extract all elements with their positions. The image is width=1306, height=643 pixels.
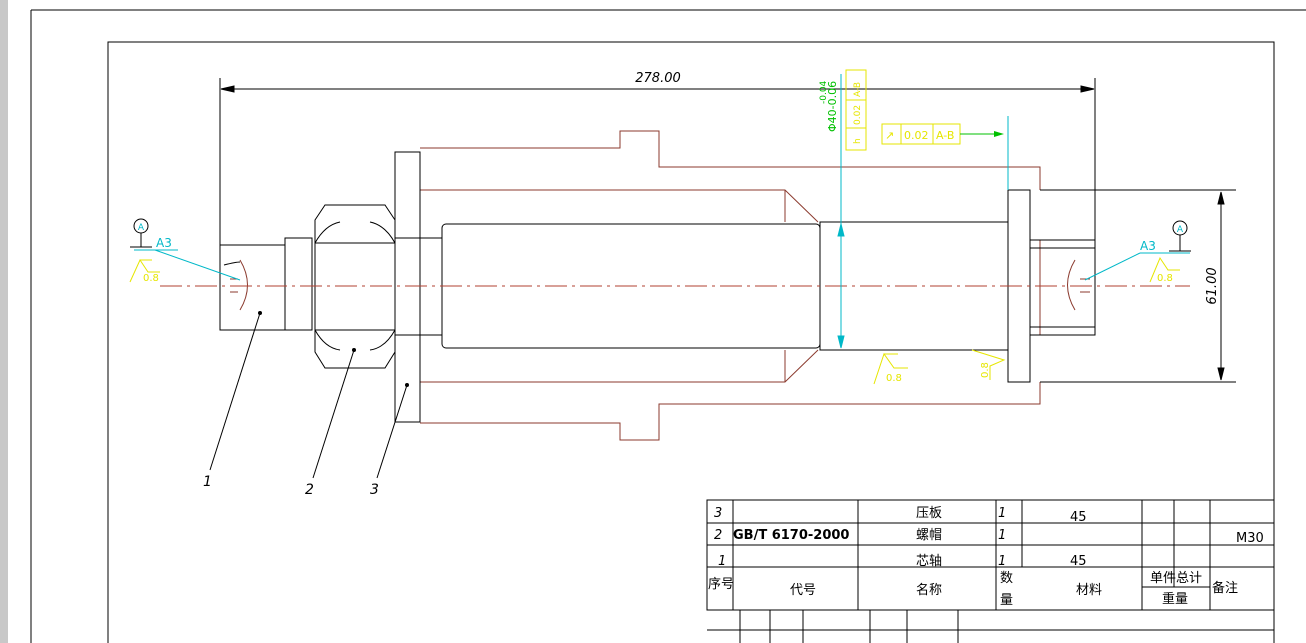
- datum-left-label: A: [138, 223, 145, 233]
- bom-header-material: 材料: [1076, 583, 1102, 598]
- center-hole-left: [223, 259, 248, 311]
- runout-datum: A-B: [936, 129, 954, 142]
- roughness-right-icon: [1149, 256, 1180, 283]
- viewport-edge: [0, 0, 8, 643]
- balloon-1-dot: [258, 311, 262, 315]
- diameter-label: 61.00: [1205, 267, 1220, 304]
- balloon-3-label: 3: [370, 482, 379, 498]
- inner-frame: [107, 41, 1275, 643]
- fcf-datum: A-B: [853, 82, 863, 97]
- pressure-plate: [394, 151, 421, 423]
- overall-length-label: 278.00: [635, 71, 681, 86]
- bom-row-1-qty: 1: [998, 554, 1006, 569]
- bom-row-3-material: 45: [1070, 510, 1087, 525]
- runout-fcf: [881, 123, 1004, 145]
- bom-table-grid: [706, 499, 1275, 643]
- datum-left: [130, 218, 152, 248]
- balloon-2-dot: [352, 348, 356, 352]
- bom-row-2-no: 2: [714, 528, 722, 543]
- bom-header-weight: 重量: [1162, 591, 1188, 607]
- fcf-value: 0.02: [853, 105, 863, 125]
- center-hole-left-label: A3: [156, 236, 172, 250]
- shaft-tolerance-label: Φ40-0.06: [826, 81, 839, 132]
- balloon-2-label: 2: [305, 482, 314, 498]
- roughness-left-label: 0.8: [143, 273, 159, 284]
- bom-row-1-name: 芯轴: [916, 554, 942, 569]
- overall-length-dimension: [219, 78, 1096, 245]
- bom-header-qty-top: 数: [1000, 571, 1013, 586]
- shaft-diameter-dimension: [837, 74, 1009, 349]
- bom-row-2-name: 螺帽: [916, 527, 942, 543]
- bom-row-1-material: 45: [1070, 554, 1087, 569]
- bom-row-3-name: 压板: [916, 506, 942, 521]
- vertical-fcf: [845, 69, 867, 151]
- diameter-dimension: [1040, 189, 1236, 383]
- balloon-2-leader: [312, 349, 355, 479]
- bom-header-total: 总计: [1176, 571, 1202, 586]
- bom-header-name: 名称: [916, 582, 942, 598]
- balloon-3-leader: [376, 384, 408, 479]
- shaft-tolerance-upper: -0.04: [819, 80, 829, 104]
- roughness-left-icon: [129, 258, 160, 283]
- roughness-face-icon: [971, 349, 1006, 380]
- roughness-right-label: 0.8: [1157, 273, 1173, 284]
- runout-symbol-icon: ↗: [885, 129, 894, 142]
- bom-row-2-note: M30: [1236, 531, 1264, 546]
- bom-header-no: 序号: [708, 577, 734, 592]
- bom-header-qty-bottom: 量: [1000, 593, 1013, 608]
- center-hole-right: [1067, 259, 1090, 311]
- bom-row-3-no: 3: [714, 506, 722, 521]
- bom-row-1-no: 1: [718, 554, 726, 569]
- balloon-1-label: 1: [203, 474, 212, 490]
- center-hole-right-leader: [1084, 252, 1141, 281]
- runout-value: 0.02: [904, 129, 929, 142]
- bom-row-2-qty: 1: [998, 528, 1006, 543]
- roughness-bottom-label: 0.8: [886, 373, 902, 384]
- balloon-3-dot: [405, 383, 409, 387]
- datum-right-label: A: [1177, 225, 1184, 235]
- bom-row-2-code: GB/T 6170-2000: [733, 528, 849, 543]
- fcf-symbol: h: [853, 138, 863, 144]
- center-hole-left-leader: [154, 249, 241, 281]
- datum-right: [1169, 220, 1191, 252]
- balloon-1-leader: [209, 312, 261, 471]
- hex-nut: [314, 204, 396, 369]
- roughness-bottom-icon: [873, 352, 908, 385]
- roughness-face-label: 0.8: [980, 362, 991, 378]
- center-hole-right-label: A3: [1140, 239, 1156, 253]
- bom-header-unit: 单件: [1150, 571, 1176, 586]
- bom-row-3-qty: 1: [998, 506, 1006, 521]
- bom-header-code: 代号: [790, 583, 816, 598]
- bom-header-note: 备注: [1212, 580, 1238, 596]
